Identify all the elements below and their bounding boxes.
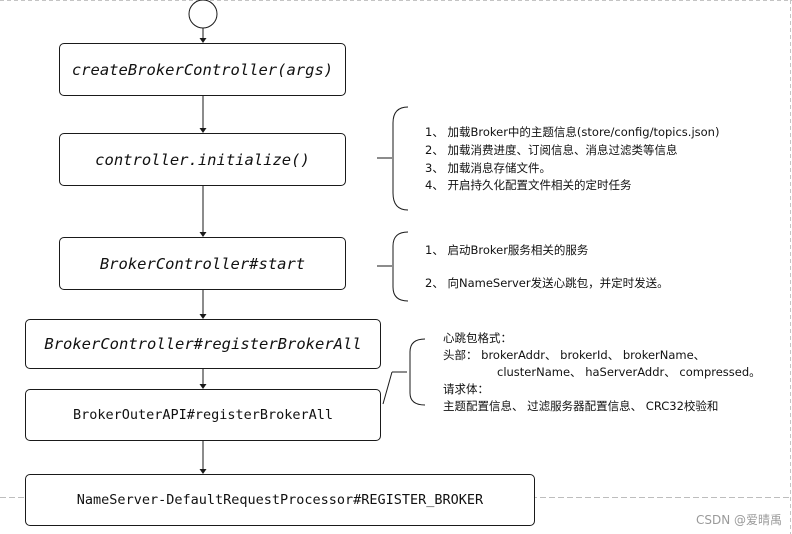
broker-outer-api-node: BrokerOuterAPI#registerBrokerAll: [25, 389, 381, 441]
node-label: BrokerController#registerBrokerAll: [44, 335, 362, 353]
watermark: CSDN @爱晴禹: [695, 513, 782, 527]
node-label: BrokerOuterAPI#registerBrokerAll: [72, 407, 334, 423]
node-label: NameServer-DefaultRequestProcessor#REGIS…: [76, 492, 484, 508]
brace-heartbeat: [409, 338, 426, 406]
brace-initialize: [392, 106, 409, 211]
initialize-note-line: 1、 加载Broker中的主题信息(store/config/topics.js…: [425, 125, 720, 139]
heartbeat-note-line: 心跳包格式：: [443, 331, 512, 345]
heartbeat-note-line: clusterName、 haServerAddr、 compressed。: [497, 365, 761, 379]
broker-controller-start-node: BrokerController#start: [59, 237, 346, 290]
heartbeat-note-line: 头部： brokerAddr、 brokerId、 brokerName、: [443, 348, 706, 362]
node-label: createBrokerController(args): [71, 60, 334, 79]
brace-start: [392, 231, 409, 302]
nameserver-register-broker-node: NameServer-DefaultRequestProcessor#REGIS…: [25, 474, 535, 526]
arrowhead: [199, 314, 207, 319]
register-broker-all-node: BrokerController#registerBrokerAll: [25, 319, 381, 369]
node-label: BrokerController#start: [99, 254, 306, 273]
node-label: controller.initialize(): [95, 150, 310, 169]
arrowhead: [199, 384, 207, 389]
initialize-note-line: 3、 加载消息存储文件。: [425, 161, 551, 175]
arrowhead: [199, 232, 207, 237]
initialize-note-line: 4、 开启持久化配置文件相关的定时任务: [425, 178, 632, 192]
heartbeat-note-line: 主题配置信息、 过滤服务器配置信息、 CRC32校验和: [443, 399, 719, 413]
start-note-line: 2、 向NameServer发送心跳包，并定时发送。: [425, 276, 669, 290]
create-broker-controller-node: createBrokerController(args): [59, 43, 346, 96]
controller-initialize-node: controller.initialize(): [59, 133, 346, 186]
initialize-note-line: 2、 加载消费进度、订阅信息、消息过滤类等信息: [425, 143, 678, 157]
arrowhead: [199, 128, 207, 133]
start-note-line: 1、 启动Broker服务相关的服务: [425, 243, 589, 257]
start-node: [188, 0, 218, 29]
heartbeat-note-line: 请求体：: [443, 382, 489, 396]
callout-leader-outer-api: [382, 371, 393, 405]
arrowhead: [199, 469, 207, 474]
arrowhead: [199, 38, 207, 43]
